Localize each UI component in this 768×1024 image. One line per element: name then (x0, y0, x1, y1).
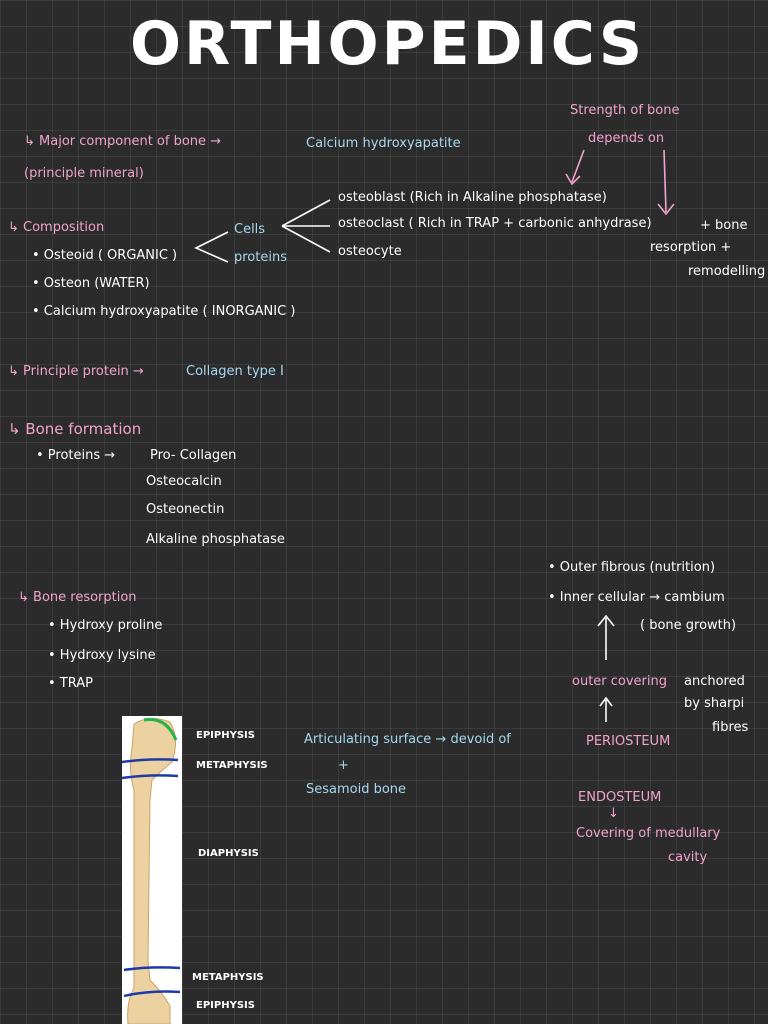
epiphysis-bottom-label: EPIPHYSIS (196, 1000, 255, 1011)
anchored-line-1: anchored (684, 674, 745, 689)
bone-formation-item: Alkaline phosphatase (146, 532, 285, 547)
epiphyseal-line-bottom (123, 990, 181, 998)
strength-line-2: depends on (588, 131, 665, 146)
strength-arrow-right (663, 149, 667, 213)
anchored-line-3: fibres (712, 720, 749, 735)
periosteum-outer: • Outer fibrous (nutrition) (548, 560, 716, 575)
sesamoid-bone-text: Sesamoid bone (306, 782, 407, 797)
long-bone (121, 716, 182, 1024)
metaphysis-bottom-label: METAPHYSIS (192, 972, 264, 983)
outer-covering-label: outer covering (572, 674, 668, 689)
bone-resorption-item: • TRAP (48, 676, 93, 691)
resorption-line-1: + bone (700, 218, 748, 233)
strength-arrow-right-head (657, 203, 675, 216)
cells-bracket (281, 199, 331, 253)
epiphyseal-line-top (121, 758, 179, 764)
endosteum-line-2: cavity (668, 850, 708, 865)
osteocyte-text: osteocyte (338, 244, 402, 259)
endosteum-line-1: Covering of medullary (576, 826, 721, 841)
articulating-surface-text: Articulating surface → devoid of (304, 732, 511, 747)
epiphysis-top-label: EPIPHYSIS (196, 730, 255, 741)
bone-formation-lead: • Proteins → (36, 448, 116, 463)
composition-item-osteoid: • Osteoid ( ORGANIC ) (32, 248, 178, 263)
osteoclast-text: osteoclast ( Rich in TRAP + carbonic anh… (338, 216, 652, 231)
strength-arrows (565, 149, 675, 216)
principle-protein-value: Collagen type I (186, 364, 284, 379)
composition-bracket (194, 231, 229, 263)
bone-formation-heading: ↳ Bone formation (8, 420, 142, 438)
osteoblast-text: osteoblast (Rich in Alkaline phosphatase… (338, 190, 607, 205)
bone-formation-item: Osteocalcin (146, 474, 222, 489)
strength-arrow-left (571, 149, 585, 183)
bone-resorption-heading: ↳ Bone resorption (18, 590, 137, 605)
bone-resorption-item: • Hydroxy proline (48, 618, 163, 633)
principle-protein-label: ↳ Principle protein → (8, 364, 144, 379)
diaphysis-label: DIAPHYSIS (198, 848, 259, 859)
proteins-label: proteins (234, 250, 287, 265)
periosteum-arrows (597, 614, 615, 722)
strength-line-1: Strength of bone (570, 103, 680, 118)
major-component-note: (principle mineral) (24, 166, 144, 181)
bone-formation-item: Osteonectin (146, 502, 225, 517)
metaphysis-top-label: METAPHYSIS (196, 760, 268, 771)
periosteum-label: PERIOSTEUM (586, 734, 671, 749)
bone-formation-item: Pro- Collagen (150, 448, 237, 463)
endosteum-heading: ENDOSTEUM (578, 790, 662, 805)
bone-resorption-item: • Hydroxy lysine (48, 648, 156, 663)
composition-item-hydroxyapatite: • Calcium hydroxyapatite ( INORGANIC ) (32, 304, 296, 319)
page-title: ORTHOPEDICS (130, 9, 646, 79)
strength-arrow-left-head (565, 173, 581, 186)
metaphysis-line-top (121, 774, 179, 780)
resorption-line-3: remodelling (688, 264, 766, 279)
major-component-value: Calcium hydroxyapatite (306, 136, 461, 151)
metaphysis-line-bottom (123, 966, 181, 972)
major-component-label: ↳ Major component of bone → (24, 134, 222, 149)
composition-item-osteon: • Osteon (WATER) (32, 276, 150, 291)
periosteum-inner: • Inner cellular → cambium (548, 590, 725, 605)
plus-sign: + (338, 758, 349, 773)
cells-label: Cells (234, 222, 266, 237)
resorption-line-2: resorption + (650, 240, 732, 255)
bone-shape (127, 718, 176, 1024)
periosteum-growth: ( bone growth) (640, 618, 737, 633)
articular-cartilage (143, 717, 178, 741)
composition-heading: ↳ Composition (8, 220, 105, 235)
anchored-line-2: by sharpi (684, 696, 745, 711)
endosteum-arrow: ↓ (608, 806, 619, 821)
